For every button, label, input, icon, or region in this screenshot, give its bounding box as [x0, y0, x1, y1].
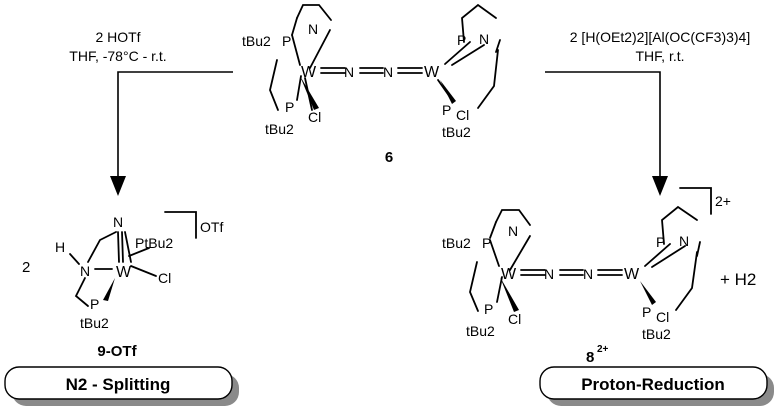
product8-p-left-top: P	[482, 235, 491, 251]
product8-tbu-left: tBu2	[442, 235, 471, 251]
product8-label: 8	[586, 349, 594, 366]
h2-byproduct: + H2	[720, 270, 756, 289]
complex6-p-left-bottom: P	[285, 99, 294, 115]
product9-n-terminal: N	[113, 214, 123, 230]
product-9-otf	[69, 211, 197, 307]
product8-p-right-bottom: P	[642, 304, 651, 320]
left-reaction-arrow	[110, 71, 233, 196]
product8-w-right: W	[624, 266, 640, 283]
complex6-p-right-top: P	[457, 32, 466, 48]
product8-tbu-right: tBu2	[642, 326, 671, 342]
left-conditions: THF, -78°C - r.t.	[69, 48, 166, 64]
product9-ptbu: PtBu2	[135, 235, 173, 251]
right-reagent: 2 [H(OEt2)2][Al(OC(CF3)3)4]	[570, 29, 750, 45]
complex6-n2-a: N	[344, 64, 354, 80]
product8-cl-left: Cl	[508, 311, 521, 327]
complex6-cl-right: Cl	[456, 107, 469, 123]
product8-p-left-bottom: P	[484, 301, 493, 317]
product8-charge: 2+	[715, 193, 731, 209]
product9-p: P	[90, 296, 99, 312]
complex6-tbu-left-bottom: tBu2	[265, 121, 294, 137]
complex6-p-left-top: P	[282, 33, 291, 49]
product9-coefficient: 2	[22, 259, 30, 276]
right-reaction-arrow	[545, 71, 668, 196]
complex6-w-left: W	[301, 64, 317, 81]
product-8-dication	[469, 187, 712, 312]
starting-complex-6	[269, 3, 501, 111]
proton-reduction-box	[539, 366, 774, 406]
product8-n2-a: N	[544, 266, 554, 282]
product8-n-right: N	[679, 233, 689, 249]
complex6-p-right-bottom: P	[442, 102, 451, 118]
product8-label-charge: 2+	[597, 344, 609, 355]
product9-tbu: tBu2	[80, 315, 109, 331]
proton-reduction-label: Proton-Reduction	[581, 375, 725, 394]
complex6-cl-left: Cl	[308, 109, 321, 125]
complex6-label: 6	[385, 149, 393, 166]
n2-splitting-label: N2 - Splitting	[66, 375, 171, 394]
product9-h: H	[55, 239, 65, 255]
product9-counterion: OTf	[200, 219, 223, 235]
complex6-w-right: W	[424, 64, 440, 81]
product8-p-right-top: P	[656, 234, 665, 250]
complex6-n2-b: N	[383, 64, 393, 80]
right-conditions: THF, r.t.	[636, 48, 685, 64]
product9-n: N	[80, 263, 90, 279]
product9-w: W	[116, 264, 132, 281]
product8-n-left: N	[508, 223, 518, 239]
left-reagent: 2 HOTf	[95, 29, 140, 45]
complex6-tbu-right: tBu2	[442, 124, 471, 140]
product8-n2-b: N	[583, 266, 593, 282]
complex6-n-left: N	[308, 21, 318, 37]
product8-tbu-left-bottom: tBu2	[466, 323, 495, 339]
n2-splitting-box	[4, 366, 239, 406]
product8-w-left: W	[501, 266, 517, 283]
product9-cl: Cl	[158, 270, 171, 286]
product8-cl-right: Cl	[656, 309, 669, 325]
complex6-n-right: N	[479, 31, 489, 47]
product9-label: 9-OTf	[97, 343, 137, 360]
complex6-tbu-left: tBu2	[242, 33, 271, 49]
